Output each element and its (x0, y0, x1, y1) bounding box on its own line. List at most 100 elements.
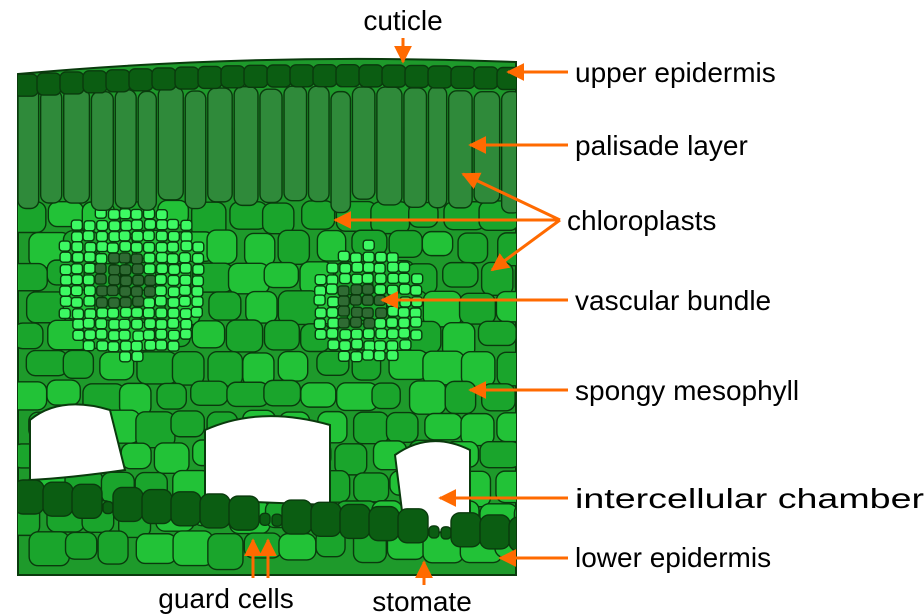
spongy-cell (157, 383, 186, 409)
vascular-cell (144, 264, 155, 274)
vascular-cell (72, 232, 83, 242)
vascular-cell (120, 341, 131, 351)
vascular-cell (338, 306, 349, 316)
vascular-cell (326, 284, 337, 294)
vascular-cell (362, 284, 373, 294)
vascular-cell (109, 319, 120, 329)
guard-cell (260, 513, 270, 525)
vascular-cell (131, 254, 142, 264)
vascular-cell (376, 308, 387, 318)
vascular-cell (155, 296, 166, 306)
vascular-cell (168, 341, 179, 351)
vascular-cell (120, 241, 131, 251)
vascular-cell (95, 274, 106, 284)
lower-epidermis-cell (398, 509, 428, 543)
vascular-cell (132, 351, 143, 361)
vascular-cell (314, 319, 325, 329)
vascular-cell (109, 209, 120, 219)
upper-epidermis-cell (221, 66, 245, 88)
vascular-cell (71, 298, 82, 308)
vascular-cell (71, 275, 82, 285)
vascular-cell (85, 242, 96, 252)
vascular-cell (315, 275, 326, 285)
vascular-cell (167, 219, 178, 229)
vascular-cell (364, 318, 375, 328)
vascular-cell (144, 253, 155, 263)
vascular-cell (180, 329, 191, 339)
lower-epidermis-cell (113, 487, 143, 521)
vascular-cell (109, 232, 120, 242)
vascular-cell (181, 220, 192, 230)
vascular-cell (399, 262, 410, 272)
vascular-cell (156, 210, 167, 220)
vascular-cell (351, 274, 362, 284)
vascular-cell (387, 341, 398, 351)
spongy-cell (278, 230, 309, 264)
upper-epidermis-cell (175, 67, 199, 89)
palisade-cell (64, 89, 90, 204)
vascular-cell (192, 286, 203, 296)
upper-epidermis-cell (290, 65, 314, 87)
palisade-cell (260, 89, 282, 202)
vascular-cell (351, 285, 362, 295)
vascular-cell (179, 296, 190, 306)
vascular-cell (398, 307, 409, 317)
spongy-cell (98, 531, 128, 564)
vascular-cell (400, 340, 411, 350)
vascular-cell (387, 285, 398, 295)
spongy-cell (480, 442, 521, 468)
vascular-cell (109, 331, 120, 341)
label-cuticle: cuticle (363, 5, 442, 36)
vascular-cell (108, 308, 119, 318)
spongy-cell (279, 534, 316, 560)
vascular-cell (327, 308, 338, 318)
palisade-cell (352, 87, 374, 199)
vascular-cell (351, 352, 362, 362)
vascular-cell (83, 275, 94, 285)
upper-epidermis-cell (382, 65, 406, 87)
vascular-cell (131, 220, 142, 230)
spongy-cell (482, 384, 515, 411)
vascular-cell (387, 253, 398, 263)
lower-epidermis-cell (14, 480, 44, 514)
vascular-cell (145, 340, 156, 350)
vascular-cell (376, 329, 387, 339)
vascular-cell (97, 286, 108, 296)
vascular-cell (120, 352, 131, 362)
vascular-cell (362, 273, 373, 283)
spongy-cell (209, 292, 241, 320)
vascular-cell (72, 309, 83, 319)
vascular-cell (83, 231, 94, 241)
palisade-layer-tissue (18, 86, 521, 213)
spongy-cell (458, 233, 488, 263)
spongy-cell (10, 264, 47, 291)
vascular-cell (327, 328, 338, 338)
spongy-cell (66, 532, 97, 559)
vascular-cell (398, 273, 409, 283)
spongy-cell (278, 352, 307, 381)
vascular-cell (109, 221, 120, 231)
vascular-cell (85, 309, 96, 319)
vascular-cell (121, 221, 132, 231)
palisade-cell (377, 87, 402, 205)
vascular-cell (156, 340, 167, 350)
vascular-cell (168, 308, 179, 318)
vascular-cell (156, 329, 167, 339)
vascular-cell (193, 242, 204, 252)
upper-epidermis-cell (129, 69, 153, 91)
vascular-cell (119, 330, 130, 340)
vascular-cell (328, 318, 339, 328)
spongy-cell (10, 382, 46, 410)
palisade-cell (428, 86, 446, 207)
upper-epidermis-cell (198, 66, 222, 88)
vascular-cell (340, 263, 351, 273)
label-upper-epidermis: upper epidermis (575, 57, 776, 88)
label-palisade-layer: palisade layer (575, 130, 748, 161)
spongy-cell (422, 232, 452, 256)
palisade-cell (309, 86, 330, 201)
vascular-cell (71, 264, 82, 274)
vascular-cell (157, 264, 168, 274)
spongy-cell (264, 380, 301, 405)
vascular-cell (193, 265, 204, 275)
vascular-cell (411, 317, 422, 327)
